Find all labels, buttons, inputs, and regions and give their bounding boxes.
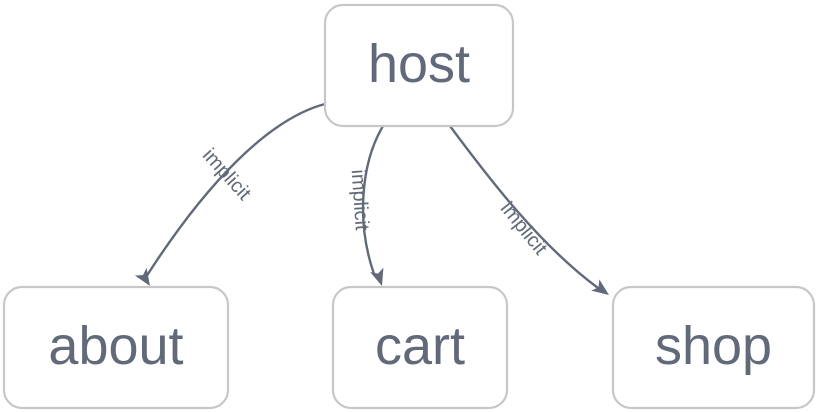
edge-host-to-cart[interactable] xyxy=(361,124,389,288)
edge-host-to-shop[interactable] xyxy=(448,124,613,301)
node-label-shop: shop xyxy=(655,316,772,376)
node-cart[interactable]: cart xyxy=(331,285,509,410)
node-box xyxy=(331,285,509,410)
node-host[interactable]: host xyxy=(323,3,515,128)
node-label-about: about xyxy=(48,316,183,376)
arrowhead-icon xyxy=(591,279,609,295)
edge-label-host-to-about: implicit xyxy=(198,144,256,204)
edges-layer xyxy=(134,102,613,301)
edge-line xyxy=(448,124,600,290)
edge-host-to-about[interactable] xyxy=(134,102,327,290)
edge-labels-layer: implicit implicit implicit xyxy=(198,144,552,259)
edge-label-host-to-shop: implicit xyxy=(496,198,552,260)
node-shop[interactable]: shop xyxy=(611,285,816,410)
node-box xyxy=(611,285,816,410)
node-label-host: host xyxy=(368,34,470,94)
edge-label-text: implicit xyxy=(198,144,256,204)
nodes-layer: host about cart shop xyxy=(2,3,816,410)
node-about[interactable]: about xyxy=(2,285,230,410)
node-label-cart: cart xyxy=(375,316,465,376)
edge-line xyxy=(361,124,385,276)
edge-label-text: implicit xyxy=(347,169,373,232)
node-box xyxy=(2,285,230,410)
node-box xyxy=(323,3,515,128)
edge-line xyxy=(144,102,327,279)
edge-label-text: implicit xyxy=(496,198,552,260)
edge-label-host-to-cart: implicit xyxy=(347,169,373,232)
arrowhead-icon xyxy=(370,267,384,286)
arrowhead-icon xyxy=(134,267,150,286)
